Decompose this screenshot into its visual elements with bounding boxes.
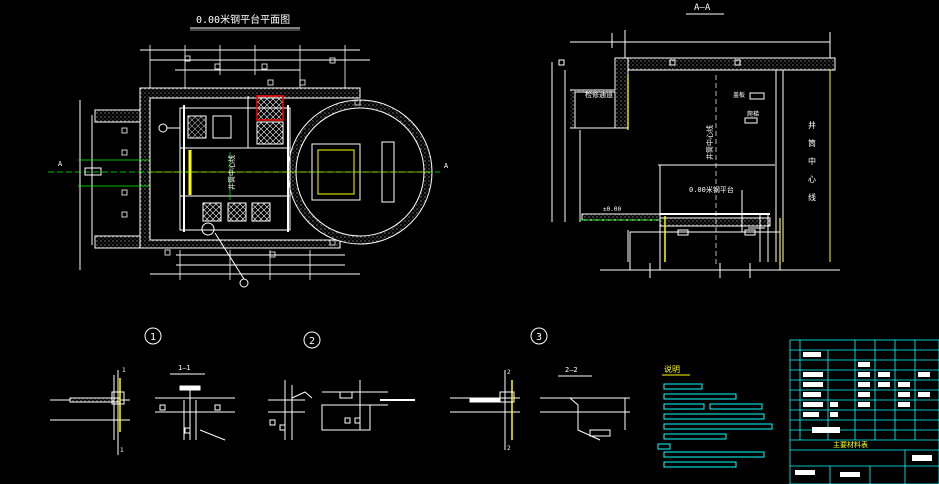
svg-text:井: 井	[808, 120, 816, 130]
section-label-level: ±0.00	[603, 206, 621, 213]
section-right-col: 井 筒 中 心 线	[808, 120, 816, 202]
plan-centerline	[48, 152, 440, 200]
detail-1: 1 1 1 1—1	[50, 327, 235, 455]
material-table-cells	[795, 352, 932, 477]
svg-text:2: 2	[507, 369, 511, 376]
material-table-title: 主要材料表	[833, 440, 868, 449]
plan-view: 0.00米钢平台平面图	[79, 13, 433, 288]
section-centerline-label: 井筒中心线	[705, 125, 714, 160]
plan-centerline-label: 井筒中心线	[227, 155, 236, 190]
svg-text:中: 中	[808, 156, 816, 166]
section-aa: A—A	[551, 3, 840, 278]
svg-text:1: 1	[122, 367, 126, 374]
notes-heading: 说明	[664, 364, 680, 374]
plan-title: 0.00米钢平台平面图	[196, 13, 290, 26]
axis-a-right: A	[444, 162, 449, 170]
svg-text:2: 2	[507, 445, 511, 452]
svg-text:1: 1	[150, 332, 156, 343]
section-label-access: 检修通道	[585, 90, 613, 99]
svg-text:2—2: 2—2	[565, 366, 578, 374]
section-label-tag-a: 盖板	[733, 91, 745, 99]
svg-text:筒: 筒	[808, 138, 816, 148]
svg-text:线: 线	[808, 192, 816, 202]
detail-2: 2	[268, 331, 415, 440]
axis-a-left: A	[58, 160, 63, 168]
section-aa-title: A—A	[694, 3, 711, 13]
svg-text:1: 1	[120, 447, 124, 454]
svg-text:3: 3	[536, 332, 542, 343]
section-label-platform: 0.00米钢平台	[689, 185, 734, 194]
detail-3: 3 2 2 2—2	[450, 327, 630, 452]
svg-text:心: 心	[808, 175, 816, 184]
svg-text:2: 2	[309, 336, 315, 347]
material-table	[789, 339, 939, 484]
svg-text:1—1: 1—1	[178, 364, 191, 372]
section-label-tag-b: 爬梯	[747, 110, 759, 118]
notes-block: 说明	[657, 364, 773, 468]
